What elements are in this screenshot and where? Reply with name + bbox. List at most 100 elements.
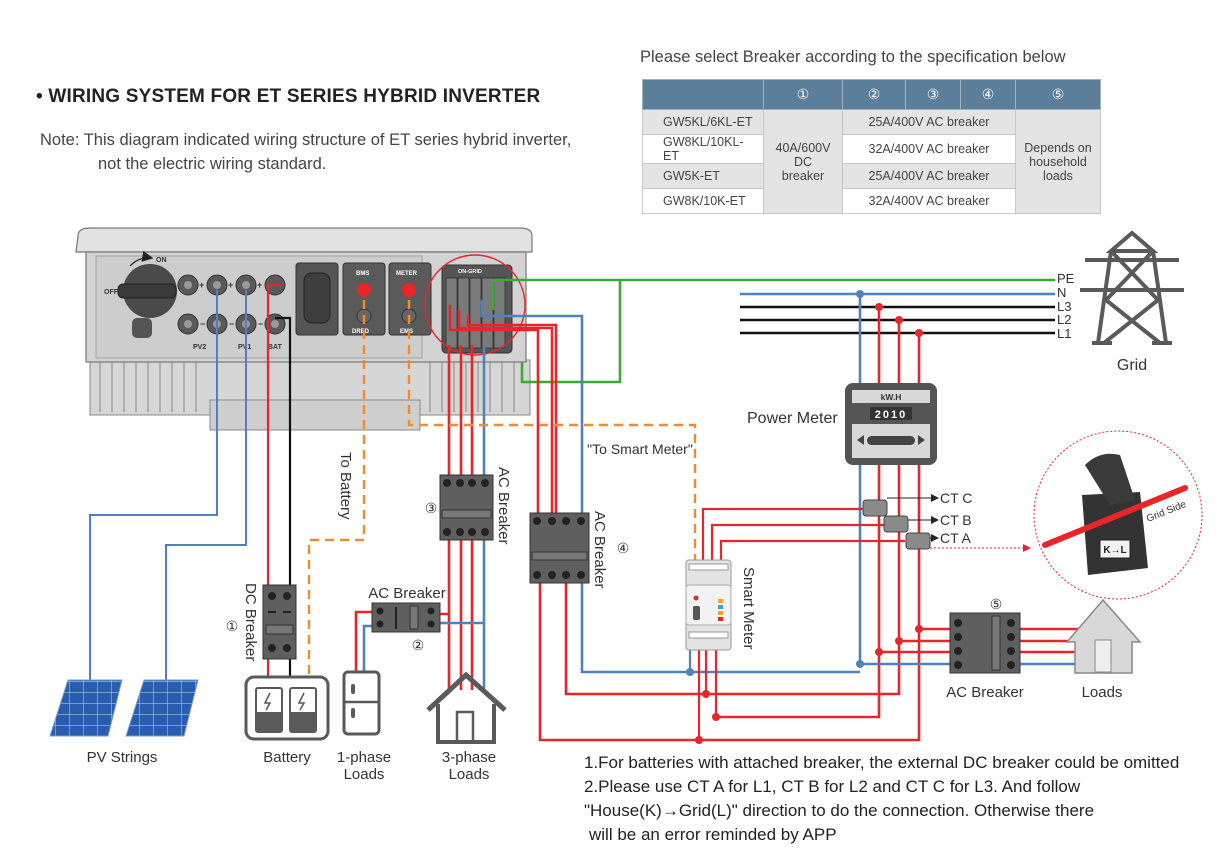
- breaker-spec-table: ① ② ③ ④ ⑤ GW5KL/6KL-ET 40A/600V DC break…: [642, 79, 1101, 214]
- spec-model: GW8K/10K-ET: [642, 188, 764, 214]
- ac-breaker-4: [529, 512, 590, 584]
- ct-detail-callout: K→L Grid Side: [1033, 430, 1203, 600]
- ac-terminal-block: ON-GRID: [441, 264, 513, 354]
- line-l2-label: L2: [1057, 312, 1071, 327]
- battery-icon: [244, 675, 330, 741]
- port-pv2-label: PV2: [193, 344, 206, 351]
- spec-dc-line2: breaker: [781, 168, 825, 183]
- three-phase-label-1: 3-phase: [442, 749, 496, 766]
- meter-port: [402, 283, 416, 297]
- bms-port: [357, 283, 371, 297]
- grid-tower-icon: [1080, 230, 1184, 345]
- one-phase-label-2: Loads: [344, 766, 385, 783]
- marker-1: ①: [226, 618, 239, 634]
- svg-text:−: −: [200, 319, 205, 329]
- footnote-4: will be an error reminded by APP: [589, 825, 837, 844]
- ct-c: [862, 499, 888, 517]
- footnote-1: 1.For batteries with attached breaker, t…: [584, 753, 1180, 772]
- grid-bus: [740, 292, 1055, 335]
- line-l1-label: L1: [1057, 326, 1071, 341]
- port-dred-label: DRED: [352, 329, 370, 335]
- meter-unit: kW.H: [881, 392, 902, 402]
- footnote-2: 2.Please use CT A for L1, CT B for L2 an…: [584, 777, 1081, 796]
- spec-col5-line3: loads: [1043, 168, 1073, 183]
- spec-ac-breaker: 32A/400V AC breaker: [842, 188, 1016, 214]
- spec-header-model: [642, 79, 764, 110]
- one-phase-label-1: 1-phase: [337, 749, 391, 766]
- to-smart-meter-label: "To Smart Meter": [587, 441, 693, 457]
- marker-4: ④: [617, 540, 630, 556]
- smart-meter-label: Smart Meter: [740, 567, 757, 650]
- spec-model: GW5K-ET: [642, 163, 764, 189]
- spec-header-5: ⑤: [1015, 79, 1101, 110]
- line-n-label: N: [1057, 285, 1066, 300]
- spec-dc-breaker: 40A/600V DC breaker: [763, 109, 843, 214]
- loads-label: Loads: [1082, 684, 1123, 701]
- pv-panel-icon: [49, 679, 199, 737]
- ac-breaker-3: [439, 474, 494, 541]
- svg-text:−: −: [229, 319, 234, 329]
- power-meter: kW.H 2010: [845, 383, 937, 465]
- page-title: • WIRING SYSTEM FOR ET SERIES HYBRID INV…: [36, 86, 541, 107]
- cable-gland: [132, 318, 152, 338]
- grid-label: Grid: [1117, 357, 1147, 374]
- on-grid-label: ON-GRID: [458, 269, 482, 275]
- spec-model: GW5KL/6KL-ET: [642, 109, 764, 135]
- earth-wires: [491, 278, 1055, 384]
- line-l3-label: L3: [1057, 299, 1071, 314]
- comm-module: [295, 262, 339, 336]
- line-pe-label: PE: [1057, 271, 1075, 286]
- footnote-3: "House(K)→Grid(L)" direction to do the c…: [584, 801, 1095, 820]
- spec-header-2: ②: [842, 79, 906, 110]
- heatsink: [89, 359, 531, 431]
- meter-reading: 2010: [875, 409, 907, 421]
- ct-a-label: CT A: [940, 530, 972, 546]
- ac-breaker-5: [949, 612, 1021, 674]
- footnotes: 1.For batteries with attached breaker, t…: [584, 751, 1179, 847]
- port-bms-label: BMS: [356, 271, 369, 277]
- bms-port-panel: BMS DRED: [342, 262, 386, 336]
- ac-terminal-highlight: [424, 254, 526, 356]
- spec-row: GW8K/10K-ET 32A/400V AC breaker: [642, 188, 1101, 214]
- house-loads-icon: [1065, 598, 1142, 674]
- port-bat-label: BAT: [268, 344, 283, 351]
- svg-text:+: +: [257, 280, 262, 290]
- spec-header-row: ① ② ③ ④ ⑤: [642, 79, 1101, 110]
- signal-wires: [307, 300, 697, 680]
- port-meter-label: METER: [396, 271, 418, 277]
- spec-col5-line2: household: [1029, 154, 1087, 169]
- svg-text:−: −: [258, 319, 263, 329]
- three-phase-label-2: Loads: [449, 766, 490, 783]
- ct-a: [905, 532, 931, 550]
- note-line-2: not the electric wiring standard.: [98, 155, 327, 173]
- pv-strings-label: PV Strings: [87, 749, 158, 766]
- ac-breaker-2: [371, 602, 441, 633]
- ct-clamps: [862, 499, 931, 550]
- spec-household: Depends on household loads: [1015, 109, 1101, 214]
- note-line-1: Note: This diagram indicated wiring stru…: [40, 131, 572, 149]
- to-battery-label: To Battery: [337, 452, 354, 520]
- port-ems-label: EMS: [400, 329, 413, 335]
- switch-off-label: OFF: [104, 289, 119, 296]
- fridge-icon: [342, 670, 381, 736]
- dc-switch[interactable]: ON OFF: [104, 250, 177, 318]
- smart-meter: [685, 559, 732, 651]
- spec-row: GW5KL/6KL-ET 40A/600V DC breaker 25A/400…: [642, 109, 1101, 214]
- spec-table-caption: Please select Breaker according to the s…: [640, 48, 1066, 66]
- inverter-cover: [75, 227, 533, 253]
- power-meter-label: Power Meter: [747, 410, 838, 427]
- dc-breaker-label: DC Breaker: [242, 583, 259, 661]
- ct-direction-label: K→L: [1103, 545, 1126, 556]
- battery-label: Battery: [263, 749, 311, 766]
- diagram-note: Note: This diagram indicated wiring stru…: [40, 128, 571, 176]
- spec-row: GW8KL/10KL-ET 32A/400V AC breaker: [642, 134, 1101, 164]
- marker-5: ⑤: [990, 596, 1003, 612]
- switch-on-label: ON: [156, 257, 167, 264]
- dc-breaker-1: [262, 584, 297, 660]
- spec-row: GW5K-ET 25A/400V AC breaker: [642, 163, 1101, 189]
- svg-text:+: +: [228, 280, 233, 290]
- spec-model: GW8KL/10KL-ET: [642, 134, 764, 164]
- inverter: ON OFF +++ −−− PV2 PV1 BAT: [75, 227, 533, 431]
- svg-text:+: +: [199, 280, 204, 290]
